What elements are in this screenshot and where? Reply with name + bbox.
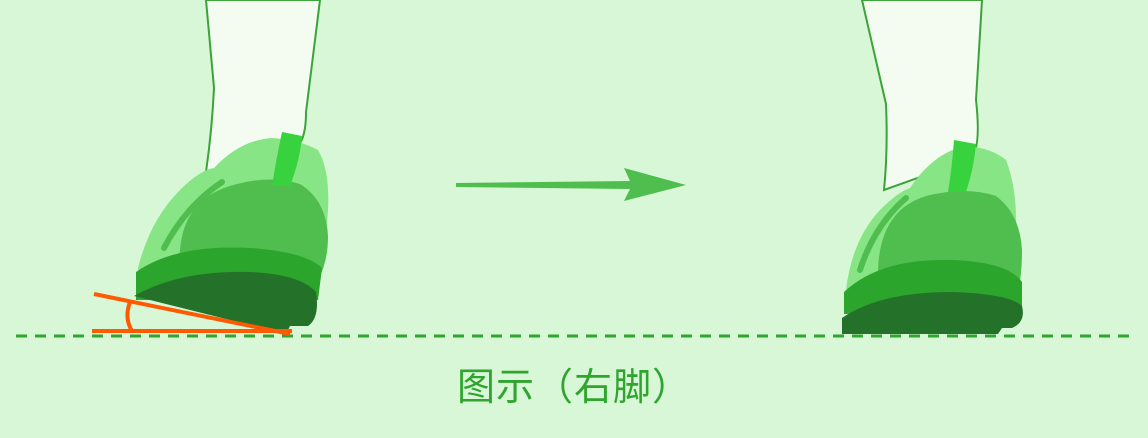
flat-shoe-icon — [842, 0, 1023, 334]
left-outsole — [134, 271, 317, 334]
left-shoe-stitch — [161, 179, 225, 251]
left-angle-arc — [125, 301, 134, 333]
left-angle-upper-line — [93, 292, 291, 336]
left-heel-tab — [272, 132, 302, 186]
right-shoe-stitch — [857, 195, 909, 273]
figure-caption: 图示（右脚） — [456, 365, 691, 409]
right-heel-tab — [948, 140, 976, 192]
tilted-shoe-icon — [92, 0, 329, 336]
right-outsole — [842, 292, 1023, 334]
right-arrow-icon — [456, 168, 686, 201]
